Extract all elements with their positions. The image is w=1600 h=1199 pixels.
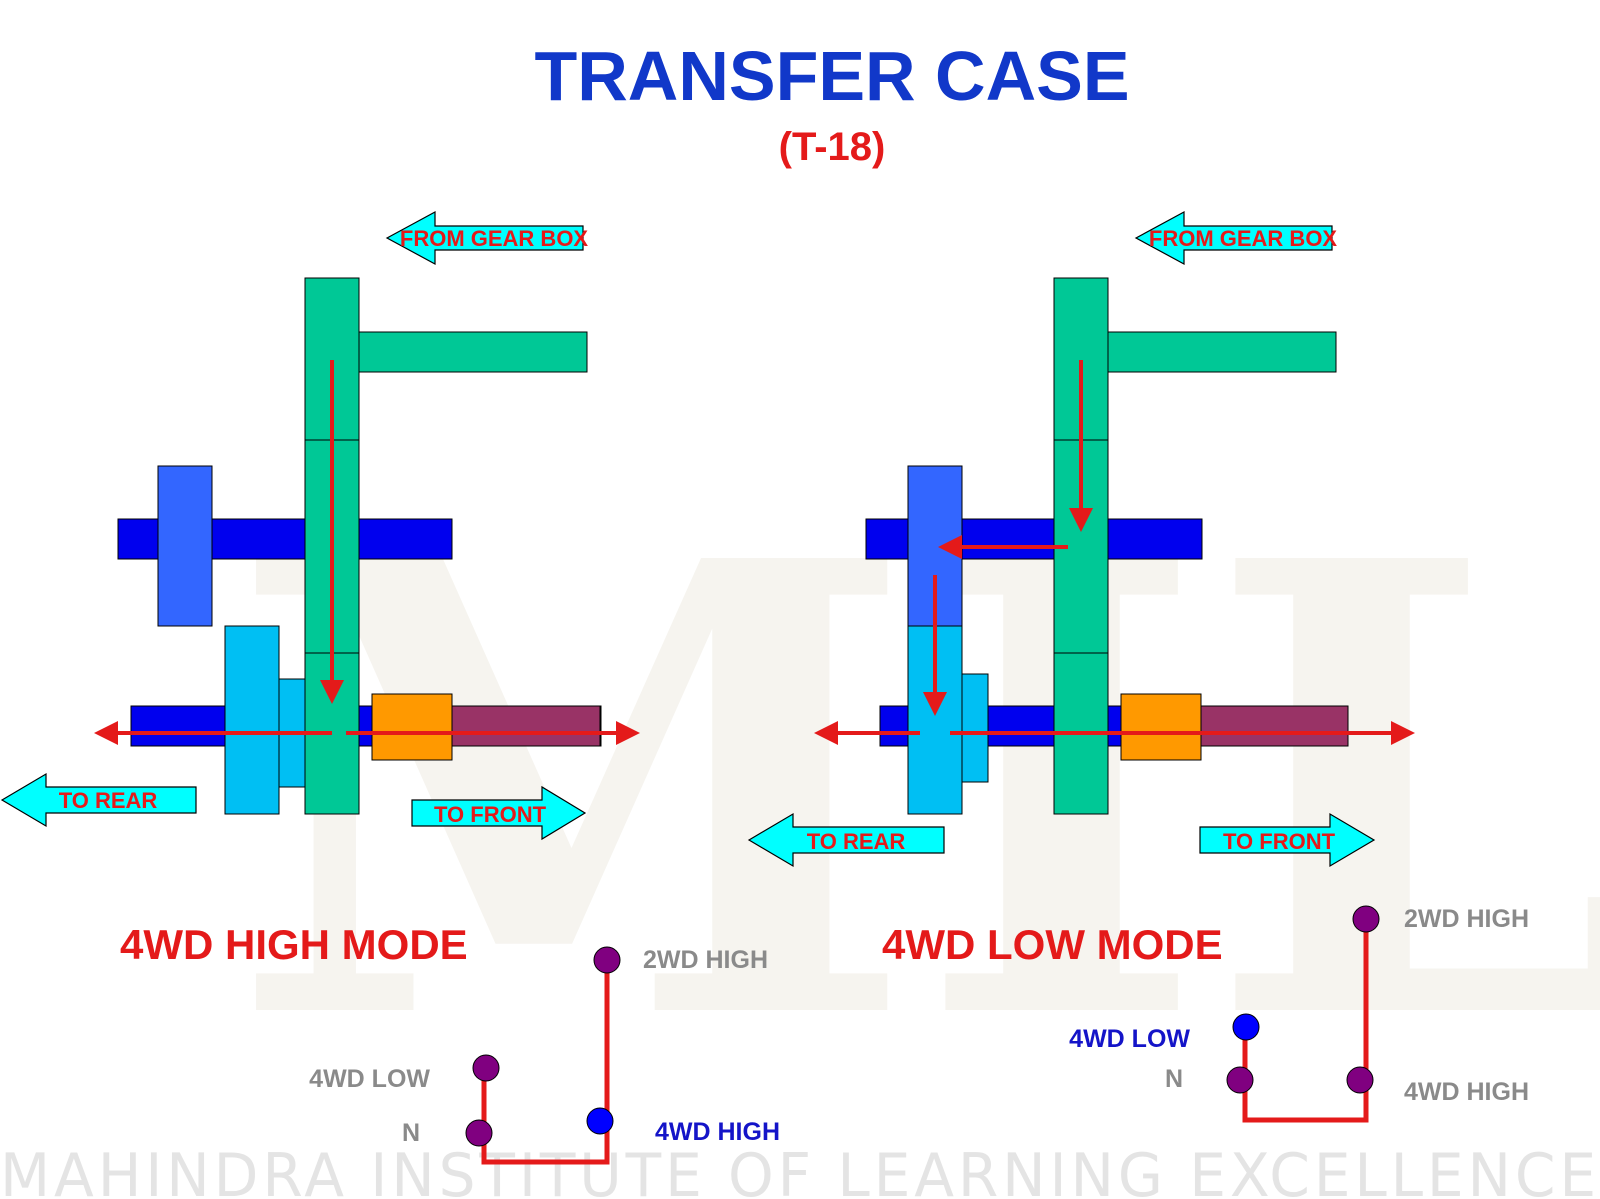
right-input-label: FROM GEAR BOX — [1149, 226, 1338, 251]
right-knob-neutral — [1226, 1066, 1254, 1094]
left-input-shaft — [358, 331, 588, 373]
left-rear-label: TO REAR — [59, 788, 158, 813]
left-sliding-gear — [224, 625, 280, 815]
right-front-clutch — [1120, 693, 1202, 761]
left-knob-neutral — [465, 1119, 493, 1147]
right-knob-4wd-high — [1346, 1066, 1374, 1094]
right-input-arrow — [1134, 210, 1333, 266]
right-diagram: FROM GEAR BOX TO REAR TO FRONT 4WD LOW M… — [747, 210, 1529, 1123]
left-rear-arrow — [0, 772, 197, 828]
right-front-shaft — [1199, 705, 1349, 747]
left-front-label: TO FRONT — [434, 802, 547, 827]
left-knob-2wd-high — [593, 946, 621, 974]
left-mode-label: 4WD HIGH MODE — [120, 921, 468, 968]
left-pos-2wd-high: 2WD HIGH — [643, 946, 768, 974]
right-knob-4wd-low-selected — [1232, 1013, 1260, 1041]
right-shift-pattern: 2WD HIGH 4WD LOW N 4WD HIGH — [1069, 905, 1529, 1123]
right-input-shaft — [1107, 331, 1337, 373]
left-front-clutch — [371, 693, 453, 761]
left-front-arrow — [411, 785, 587, 841]
left-countershaft-gear — [157, 465, 213, 627]
left-shift-gate — [481, 960, 610, 1165]
right-rear-arrow — [747, 812, 945, 868]
right-front-label: TO FRONT — [1223, 829, 1336, 854]
page-subtitle: (T-18) — [779, 125, 886, 169]
right-pos-4wd-high: 4WD HIGH — [1404, 1078, 1529, 1106]
right-pos-2wd-high: 2WD HIGH — [1404, 905, 1529, 933]
right-pos-neutral: N — [1165, 1065, 1183, 1093]
right-pos-4wd-low: 4WD LOW — [1069, 1025, 1190, 1053]
page-title: TRANSFER CASE — [534, 37, 1129, 115]
right-mode-label: 4WD LOW MODE — [882, 921, 1223, 968]
left-pos-4wd-high: 4WD HIGH — [655, 1118, 780, 1146]
right-front-arrow — [1199, 812, 1376, 868]
right-sliding-gear-hub — [961, 673, 989, 783]
left-pos-4wd-low: 4WD LOW — [309, 1065, 430, 1093]
left-shift-pattern: 2WD HIGH 4WD LOW N 4WD HIGH — [309, 946, 780, 1165]
left-front-shaft — [449, 705, 601, 747]
left-diagram: FROM GEAR BOX TO REAR TO FRONT 4WD HIGH … — [0, 210, 780, 1165]
left-input-arrow — [385, 210, 584, 266]
right-knob-2wd-high — [1352, 905, 1380, 933]
left-pos-neutral: N — [402, 1119, 420, 1147]
left-input-label: FROM GEAR BOX — [400, 226, 589, 251]
right-rear-label: TO REAR — [807, 829, 906, 854]
footer-watermark-text: MAHINDRA INSTITUTE OF LEARNING EXCELLENC… — [0, 1141, 1600, 1199]
left-knob-4wd-low — [472, 1054, 500, 1082]
left-knob-4wd-high-selected — [586, 1107, 614, 1135]
